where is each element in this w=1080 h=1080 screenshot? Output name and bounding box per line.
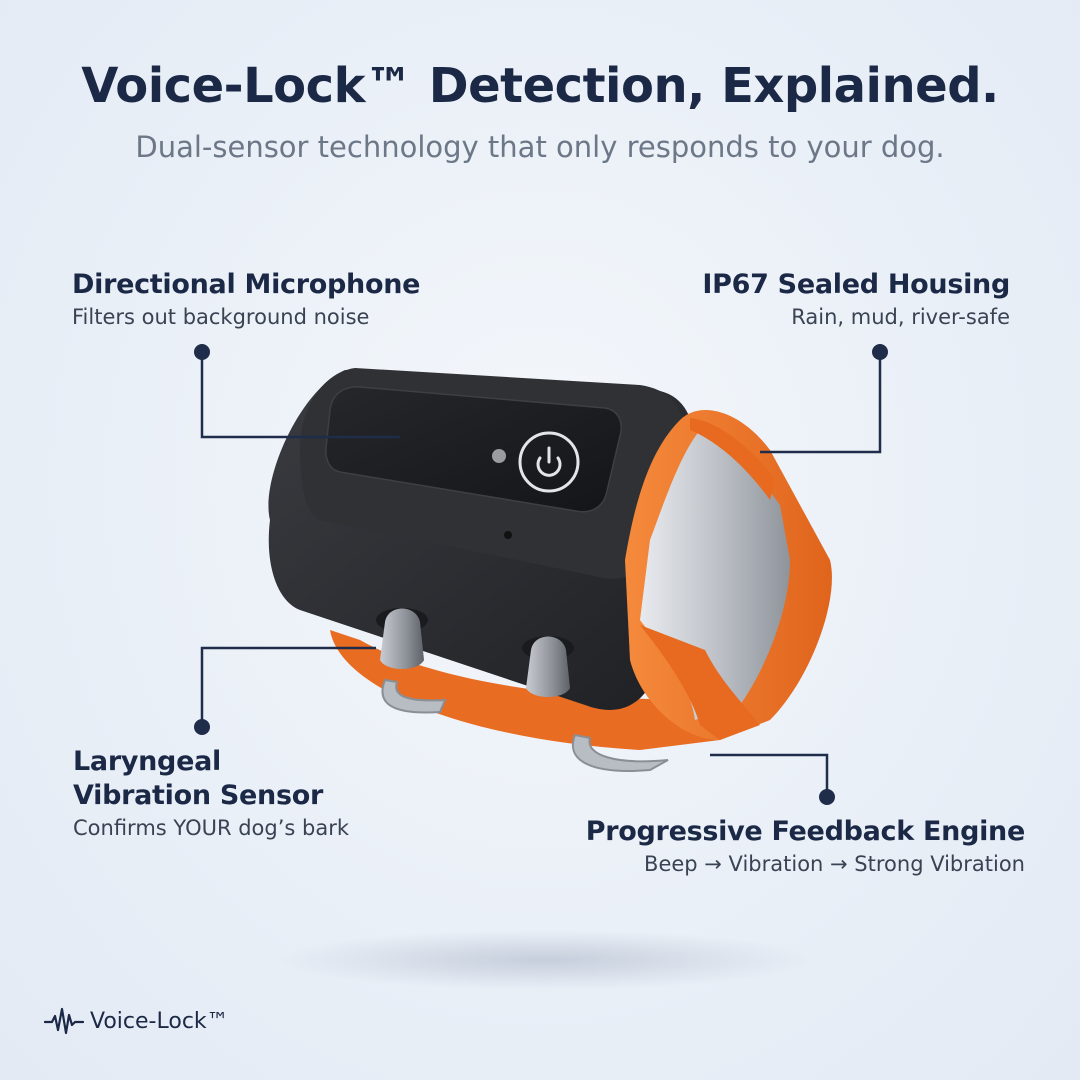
callout-dot-housing: [872, 344, 888, 360]
collar-strap-lower: [330, 630, 720, 750]
callout-title: IP67 Sealed Housing: [702, 269, 1010, 300]
callout-vibration-sensor: Laryngeal Vibration Sensor Confirms YOUR…: [73, 745, 349, 843]
callout-description: Beep → Vibration → Strong Vibration: [644, 852, 1025, 876]
page-title: Voice-Lock™ Detection, Explained.: [81, 58, 999, 114]
callout-dot-vibration: [194, 719, 210, 735]
probe-right: [522, 636, 574, 697]
probe-left: [376, 608, 428, 669]
microphone-hole: [504, 531, 512, 539]
callout-description: Filters out background noise: [72, 305, 370, 329]
callout-directional-microphone: Directional Microphone Filters out backg…: [72, 268, 420, 332]
power-icon: [536, 446, 562, 477]
glossy-sensor-panel: [325, 386, 622, 513]
power-button: [518, 431, 580, 493]
callout-dot-feedback: [819, 789, 835, 805]
footer-brand: Voice-Lock™: [44, 1006, 229, 1036]
d-ring-left: [381, 678, 447, 714]
callout-lines: [200, 352, 882, 797]
callout-title: Progressive Feedback Engine: [585, 816, 1026, 847]
callout-description: Rain, mud, river-safe: [791, 305, 1010, 329]
d-ring-right: [572, 733, 669, 772]
floor-shadow: [275, 930, 815, 990]
page-subtitle: Dual-sensor technology that only respond…: [135, 130, 945, 164]
strap-edge-bottom: [640, 625, 760, 740]
callout-description: Confirms YOUR dog’s bark: [73, 816, 350, 840]
waveform-icon: [44, 1007, 84, 1035]
callout-title: Directional Microphone: [72, 269, 421, 300]
callout-title-line2: Vibration Sensor: [73, 780, 323, 811]
status-led: [492, 449, 506, 463]
callout-feedback-engine: Progressive Feedback Engine Beep → Vibra…: [585, 815, 1026, 879]
callout-title-line1: Laryngeal: [73, 746, 221, 777]
callout-sealed-housing: IP67 Sealed Housing Rain, mud, river-saf…: [702, 268, 1010, 332]
footer-brand-label: Voice-Lock™: [90, 1008, 229, 1034]
strap-edge-top: [690, 418, 775, 500]
callout-dot-microphone: [194, 344, 210, 360]
